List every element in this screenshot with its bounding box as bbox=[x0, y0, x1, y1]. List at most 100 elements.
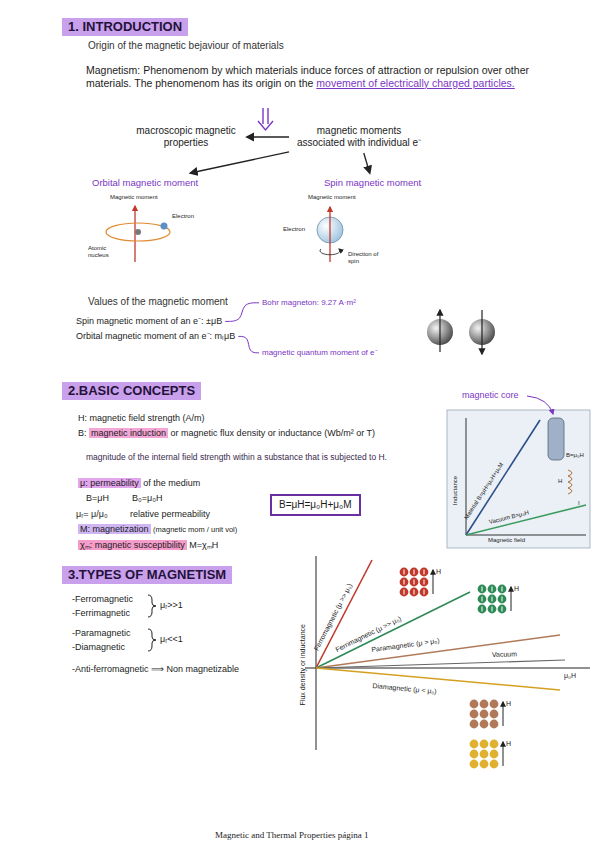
spacer bbox=[151, 524, 154, 534]
dipole-arrow bbox=[492, 587, 493, 592]
note-text: H: magnetic field strength (A/m) bbox=[78, 413, 205, 424]
dipole-arrow bbox=[482, 597, 483, 602]
dipole-arrow bbox=[404, 590, 405, 595]
spacer bbox=[168, 428, 171, 438]
dipole bbox=[490, 760, 499, 769]
node-text: B=μH=μ₀H+μ₀M bbox=[279, 499, 352, 511]
dipole bbox=[490, 720, 499, 729]
note-text: of the medium bbox=[143, 478, 200, 488]
double-arrow bbox=[258, 108, 273, 130]
axis-label: Flux density or inductance bbox=[299, 624, 307, 705]
dipole bbox=[400, 568, 409, 577]
dipole bbox=[480, 700, 489, 709]
text-line: B: magnetic induction or magnetic flux d… bbox=[78, 428, 443, 439]
node-text: Spin magnetic moment bbox=[324, 177, 421, 188]
induction-figure bbox=[447, 396, 590, 548]
note-text: -Ferromagnetic bbox=[72, 594, 133, 605]
note-text: (magnetic mom / unit vol) bbox=[153, 525, 237, 534]
note-text: magnetic induction bbox=[89, 428, 168, 438]
formula-box: B=μH=μ₀H+μ₀M bbox=[270, 494, 361, 516]
dipole bbox=[490, 750, 499, 759]
dipole bbox=[470, 710, 479, 719]
dipole bbox=[498, 595, 507, 604]
spacer bbox=[187, 540, 190, 550]
dipole bbox=[480, 740, 489, 749]
note-text: Electron bbox=[172, 213, 194, 220]
connector-arrow bbox=[247, 136, 289, 137]
text-line: Magnetism: Phenomenom by which materials… bbox=[86, 64, 571, 89]
note-text: H bbox=[514, 585, 519, 593]
dipole bbox=[478, 585, 487, 594]
leader-line bbox=[225, 303, 259, 322]
note-text: Magnetic moment bbox=[308, 194, 356, 201]
note-text: Orbital magnetic moment of an e⁻: mₗμB bbox=[76, 331, 235, 342]
callout-text: magnetic quantum moment of e⁻ bbox=[262, 348, 378, 358]
spin-spheres bbox=[427, 310, 495, 354]
dipole-arrow bbox=[482, 587, 483, 592]
spacer bbox=[141, 478, 144, 488]
concept-text: macroscopic magnetic properties bbox=[128, 124, 244, 150]
note-text: Atomic nucleus bbox=[88, 245, 124, 259]
subheading: Values of the magnetic moment bbox=[88, 296, 228, 308]
dipole bbox=[400, 578, 409, 587]
dipole bbox=[490, 740, 499, 749]
dipole-arrow bbox=[404, 580, 405, 585]
callout-text: magnetic core bbox=[462, 390, 519, 401]
dipole bbox=[470, 700, 479, 709]
field-arrow bbox=[511, 587, 512, 611]
axis-label: μ₀H bbox=[564, 672, 576, 680]
magnetism-chart bbox=[305, 556, 590, 750]
concept-text: magnetic moments associated with individ… bbox=[292, 124, 426, 150]
paragraph: movement of electrically charged particl… bbox=[316, 77, 514, 89]
note-text: -Diamagnetic bbox=[72, 642, 125, 653]
note-text: μ: permeability bbox=[78, 478, 141, 488]
field-arrow bbox=[503, 702, 504, 726]
note-text: -Paramagnetic bbox=[72, 628, 131, 639]
dipole bbox=[490, 710, 499, 719]
connector-arrow bbox=[190, 152, 289, 173]
note-text: Magnetic moment bbox=[110, 194, 158, 201]
node-text: 2.BASIC CONCEPTS bbox=[68, 383, 195, 399]
note-text: I bbox=[578, 500, 580, 507]
dipole bbox=[480, 720, 489, 729]
dipole bbox=[410, 578, 419, 587]
spacer bbox=[313, 77, 316, 89]
text-line: χₘ: magnetic susceptibility M=χₘH bbox=[78, 540, 218, 551]
dipole-arrow bbox=[414, 570, 415, 575]
dipole bbox=[470, 760, 479, 769]
dipole bbox=[400, 588, 409, 597]
note-text: -Ferrimagnetic bbox=[72, 608, 130, 619]
dipole bbox=[470, 720, 479, 729]
dipole bbox=[498, 585, 507, 594]
dipole bbox=[488, 585, 497, 594]
note-text: Inductance bbox=[452, 476, 459, 505]
section-header: 1. INTRODUCTION bbox=[62, 18, 188, 36]
dipole bbox=[490, 700, 499, 709]
series-label: Diamagnetic (μ < μ₀) bbox=[372, 682, 437, 696]
note-text: χₘ: magnetic susceptibility bbox=[78, 540, 187, 550]
note-text: B₀=μ₀H bbox=[132, 493, 162, 504]
dipole-arrow bbox=[414, 590, 415, 595]
dipole bbox=[480, 710, 489, 719]
dipole-arrow bbox=[404, 570, 405, 575]
dipole bbox=[420, 588, 429, 597]
text-line: μ: permeability of the medium bbox=[78, 478, 200, 489]
note-text: H bbox=[558, 478, 562, 485]
dipole-arrow bbox=[502, 587, 503, 592]
note-text: Electron bbox=[283, 226, 305, 233]
dipole bbox=[420, 578, 429, 587]
node-text: 1. INTRODUCTION bbox=[68, 19, 182, 35]
node-text: magnetic moments associated with individ… bbox=[294, 125, 424, 149]
note-text: H bbox=[436, 568, 441, 576]
dipole-arrow bbox=[502, 597, 503, 602]
dipole-arrow bbox=[492, 607, 493, 612]
section-header: 3.TYPES OF MAGNETISM bbox=[62, 566, 232, 584]
connector-arrow bbox=[364, 153, 370, 173]
note-text: M=χₘH bbox=[189, 540, 218, 550]
dipole bbox=[480, 760, 489, 769]
note-text: μᵣ>>1 bbox=[160, 600, 183, 611]
dipole bbox=[488, 595, 497, 604]
series-label: Paramagnetic (μ > μ₀) bbox=[371, 637, 440, 655]
node-text: 3.TYPES OF MAGNETISM bbox=[68, 567, 226, 583]
